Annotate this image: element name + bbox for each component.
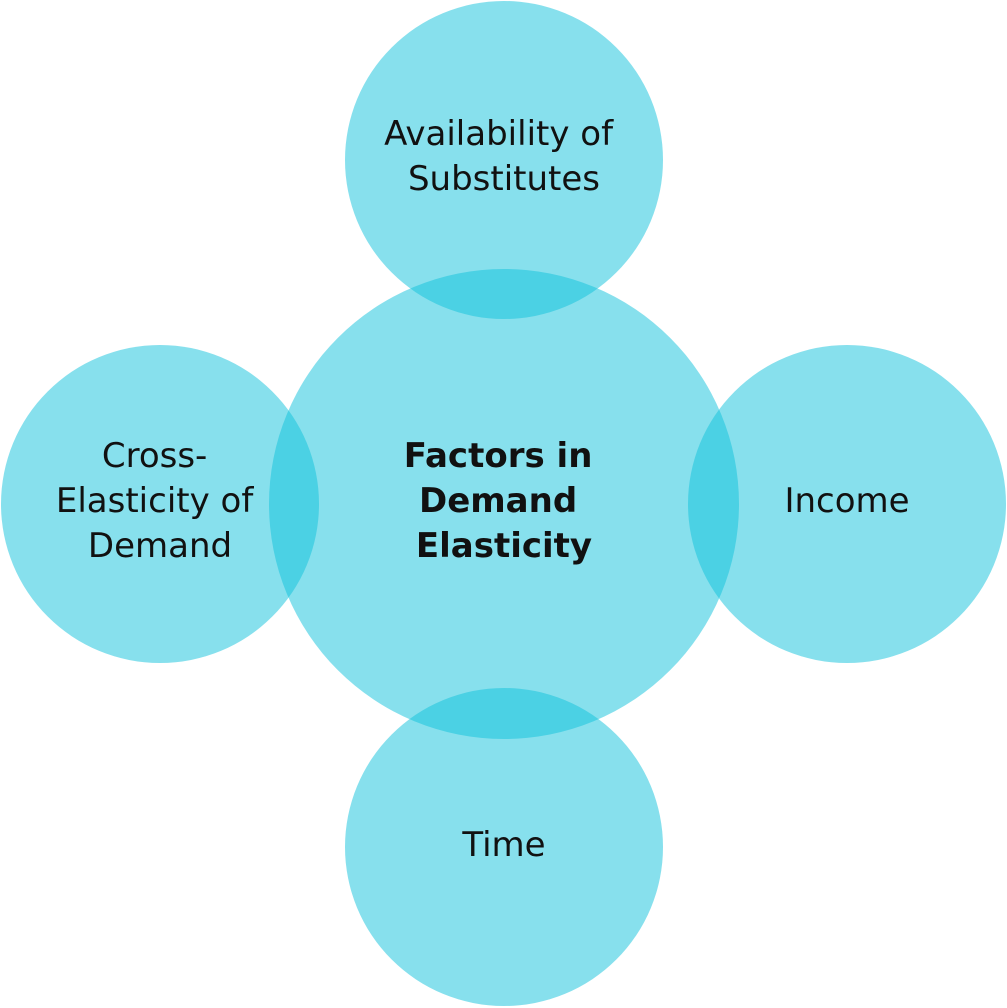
top-node-label-line-2: Substitutes [408, 159, 600, 199]
center-label-line-2: Demand [419, 481, 577, 521]
left-node-label: Cross- Elasticity of Demand [56, 436, 264, 566]
center-label: Factors in Demand Elasticity [404, 436, 605, 566]
bottom-node-label: Time [461, 825, 545, 865]
bottom-circle [345, 688, 663, 1006]
center-label-line-3: Elasticity [416, 526, 592, 566]
left-node-label-line-1: Cross- [102, 436, 207, 476]
right-circle [688, 345, 1006, 663]
top-circle [345, 1, 663, 319]
right-node-label: Income [784, 481, 909, 521]
left-circle [1, 345, 319, 663]
left-node-label-line-3: Demand [88, 526, 232, 566]
bottom-node-label-line-1: Time [461, 825, 545, 865]
right-node-label-line-1: Income [784, 481, 909, 521]
left-node-label-line-2: Elasticity of [56, 481, 254, 521]
top-node-label: Availability of Substitutes [384, 114, 624, 199]
center-circle [269, 269, 739, 739]
top-node-label-line-1: Availability of [384, 114, 614, 154]
center-label-line-1: Factors in [404, 436, 593, 476]
